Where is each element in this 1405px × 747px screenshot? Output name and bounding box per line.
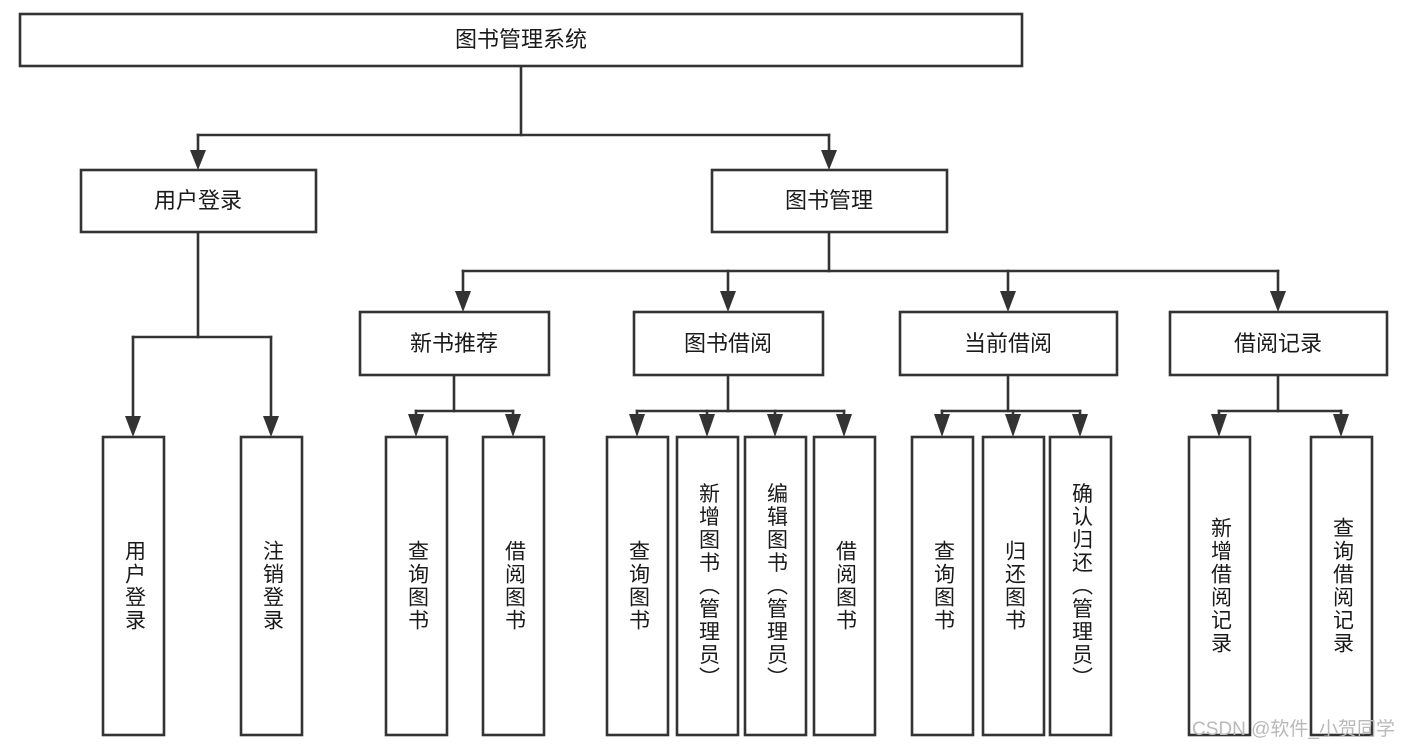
leaf-node-query-book-1[interactable]: 查询图书 (384, 435, 449, 737)
node-borrow-record[interactable]: 借阅记录 (1168, 310, 1389, 377)
node-new-book-rec-label: 新书推荐 (410, 331, 498, 356)
leaf-node-query-record[interactable]: 查询借阅记录 (1309, 435, 1374, 737)
node-book-borrow-box[interactable] (632, 310, 825, 377)
leaf-add-book-box[interactable] (675, 435, 740, 737)
leaf-query-record-label: 查询借阅记录 (1330, 517, 1354, 655)
leaf-add-record-box[interactable] (1187, 435, 1252, 737)
leaf-query-book-1-label: 查询图书 (405, 540, 429, 632)
arrow-head-new-book-rec (455, 291, 471, 312)
connector-book-manage-to-level3 (455, 230, 1286, 312)
leaf-return-book-box[interactable] (981, 435, 1046, 737)
arrow-head-leaf-borrow-book-1 (505, 414, 521, 437)
arrow-head-leaf-query-book-2 (629, 414, 645, 437)
leaf-add-book-label: 新增图书（管理员） (696, 483, 720, 690)
leaf-edit-book-label: 编辑图书（管理员） (764, 483, 788, 690)
leaf-return-book-label: 归还图书 (1002, 540, 1026, 632)
leaf-node-logout[interactable]: 注销登录 (239, 435, 304, 737)
leaf-add-record-label: 新增借阅记录 (1208, 517, 1232, 655)
node-root[interactable]: 图书管理系统 (18, 12, 1024, 68)
connector-book-borrow-to-leaves (629, 373, 852, 437)
connector-user-login-to-leaves (125, 230, 279, 437)
leaf-confirm-return-box[interactable] (1048, 435, 1113, 737)
leaf-node-return-book[interactable]: 归还图书 (981, 435, 1046, 737)
node-root-box[interactable] (18, 12, 1024, 68)
leaf-query-book-3-box[interactable] (910, 435, 975, 737)
leaf-confirm-return-label: 确认归还（管理员） (1069, 483, 1093, 690)
leaf-user-login-box[interactable] (101, 435, 166, 737)
node-borrow-record-label: 借阅记录 (1234, 331, 1322, 356)
node-user-login[interactable]: 用户登录 (79, 168, 318, 234)
node-current-borrow-label: 当前借阅 (964, 331, 1052, 356)
arrow-head-borrow-record (1270, 291, 1286, 312)
connector-root-to-level2 (190, 64, 837, 170)
leaf-query-book-2-label: 查询图书 (626, 540, 650, 632)
connector-borrow-record-to-leaves (1211, 373, 1349, 437)
leaf-node-edit-book[interactable]: 编辑图书（管理员） (743, 435, 808, 737)
leaf-query-book-3-label: 查询图书 (931, 540, 955, 632)
node-new-book-rec-box[interactable] (358, 310, 551, 377)
leaf-user-login-label: 用户登录 (122, 540, 146, 632)
node-root-label: 图书管理系统 (455, 27, 587, 52)
node-user-login-label: 用户登录 (154, 188, 242, 213)
arrow-head-leaf-add-book (699, 414, 715, 437)
arrow-head-leaf-user-login (125, 416, 141, 437)
leaf-borrow-book-1-box[interactable] (481, 435, 546, 737)
leaf-node-user-login[interactable]: 用户登录 (101, 435, 166, 737)
arrow-head-leaf-confirm-return (1072, 414, 1088, 437)
connector-new-book-rec-to-leaves (408, 373, 521, 437)
arrow-head-leaf-query-book-1 (408, 414, 424, 437)
node-current-borrow-box[interactable] (898, 310, 1119, 377)
node-book-manage[interactable]: 图书管理 (710, 168, 949, 234)
leaf-node-confirm-return[interactable]: 确认归还（管理员） (1048, 435, 1113, 737)
leaf-node-query-book-3[interactable]: 查询图书 (910, 435, 975, 737)
leaf-borrow-book-1-label: 借阅图书 (502, 540, 526, 632)
node-book-borrow-label: 图书借阅 (684, 331, 772, 356)
node-borrow-record-box[interactable] (1168, 310, 1389, 377)
node-user-login-box[interactable] (79, 168, 318, 234)
node-book-manage-box[interactable] (710, 168, 949, 234)
leaf-query-record-box[interactable] (1309, 435, 1374, 737)
leaf-query-book-1-box[interactable] (384, 435, 449, 737)
connector-current-borrow-to-leaves (934, 373, 1088, 437)
leaf-node-add-book[interactable]: 新增图书（管理员） (675, 435, 740, 737)
arrow-head-book-borrow (720, 291, 736, 312)
connector-layer (125, 64, 1349, 437)
leaf-edit-book-box[interactable] (743, 435, 808, 737)
arrow-head-leaf-add-record (1211, 414, 1227, 437)
node-book-borrow[interactable]: 图书借阅 (632, 310, 825, 377)
arrow-head-leaf-query-book-3 (934, 414, 950, 437)
arrow-head-book-manage (821, 150, 837, 170)
leaf-logout-box[interactable] (239, 435, 304, 737)
node-new-book-rec[interactable]: 新书推荐 (358, 310, 551, 377)
leaf-node-borrow-book-1[interactable]: 借阅图书 (481, 435, 546, 737)
leaf-borrow-book-2-box[interactable] (812, 435, 877, 737)
arrow-head-user-login (190, 150, 206, 170)
arrow-head-leaf-query-record (1333, 414, 1349, 437)
leaf-query-book-2-box[interactable] (605, 435, 670, 737)
arrow-head-current-borrow (1000, 291, 1016, 312)
node-current-borrow[interactable]: 当前借阅 (898, 310, 1119, 377)
node-book-manage-label: 图书管理 (785, 188, 873, 213)
leaf-node-query-book-2[interactable]: 查询图书 (605, 435, 670, 737)
arrow-head-leaf-edit-book (767, 414, 783, 437)
leaf-node-add-record[interactable]: 新增借阅记录 (1187, 435, 1252, 737)
leaf-borrow-book-2-label: 借阅图书 (833, 540, 857, 632)
arrow-head-leaf-return-book (1005, 414, 1021, 437)
arrow-head-leaf-logout (263, 416, 279, 437)
arrow-head-leaf-borrow-book-2 (836, 414, 852, 437)
leaf-logout-label: 注销登录 (260, 540, 284, 632)
leaf-node-borrow-book-2[interactable]: 借阅图书 (812, 435, 877, 737)
